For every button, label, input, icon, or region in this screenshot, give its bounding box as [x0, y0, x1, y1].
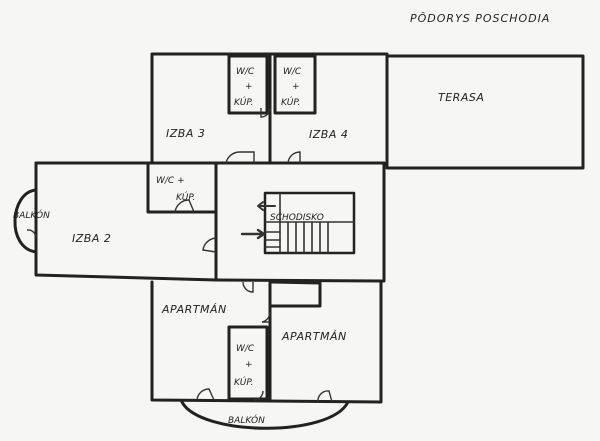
- wc-label-line2: +: [292, 82, 300, 92]
- wc-label-line2: KÚP.: [176, 191, 195, 203]
- arrow-right-icon: [240, 228, 266, 240]
- room-label-izba-3: IZBA 3: [166, 127, 205, 140]
- wc-label-line2: +: [245, 360, 253, 370]
- wc-bottom: W/C + KÚP.: [234, 344, 255, 388]
- plan-title: PÔDORYS POSCHODIA: [410, 12, 550, 25]
- wc-middle: W/C + KÚP.: [156, 176, 195, 203]
- wc-label-line3: KÚP.: [281, 96, 300, 108]
- room-label-terasa: TERASA: [438, 91, 484, 104]
- room-label-izba-2: IZBA 2: [72, 232, 111, 245]
- room-label-apartman-right: APARTMÁN: [281, 330, 347, 343]
- arrow-left-icon: [257, 201, 276, 211]
- wc-label-line3: KÚP.: [234, 376, 253, 388]
- wc-label-line1: W/C: [283, 67, 302, 77]
- staircase: [240, 191, 356, 255]
- wc-label-line2: +: [245, 82, 253, 92]
- room-label-schodisko: SCHODISKO: [270, 213, 324, 223]
- walls: [13, 52, 585, 430]
- room-label-apartman-left: APARTMÁN: [161, 303, 227, 316]
- doors: [26, 107, 333, 403]
- wc-top-right: W/C + KÚP.: [281, 67, 302, 108]
- wc-label-line3: KÚP.: [234, 96, 253, 108]
- wc-label-line1: W/C +: [156, 176, 185, 186]
- wc-top-left: W/C + KÚP.: [234, 67, 255, 108]
- room-label-izba-4: IZBA 4: [309, 128, 348, 141]
- wc-label-line1: W/C: [236, 344, 255, 354]
- room-label-balkon-left: BALKÓN: [13, 209, 50, 221]
- wc-label-line1: W/C: [236, 67, 255, 77]
- room-label-balkon-bottom: BALKÓN: [228, 414, 265, 426]
